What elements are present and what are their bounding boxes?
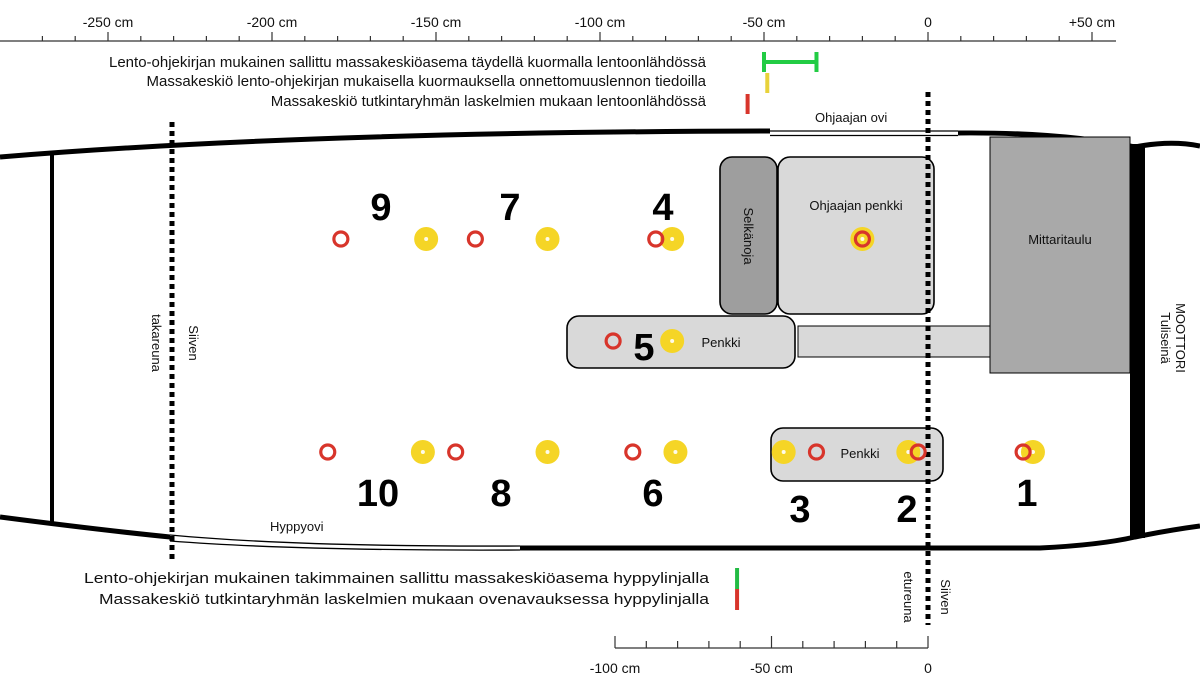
legend-top-text-1: Lento-ohjekirjan mukainen sallittu massa… — [109, 54, 707, 71]
instrument-panel — [989, 136, 1131, 374]
wing-front-label-2: etureuna — [901, 571, 916, 623]
pilot-door-label: Ohjaajan ovi — [815, 110, 887, 125]
firewall — [1130, 144, 1145, 538]
yellow-marker-dot — [781, 450, 786, 454]
red-marker-seat-3 — [807, 443, 826, 461]
top-ruler-label: -50 cm — [743, 14, 786, 30]
yellow-marker-dot — [860, 237, 865, 241]
red-marker-seat-8 — [447, 443, 465, 461]
jump-door-outline-inner — [169, 540, 521, 551]
red-marker-seat-9 — [332, 230, 350, 248]
bottom-ruler-label: -100 cm — [590, 660, 641, 676]
fuselage — [0, 128, 1200, 551]
top-ruler-label: -250 cm — [83, 14, 134, 30]
low-bench — [770, 427, 944, 482]
yellow-marker-dot — [1030, 450, 1035, 454]
hull-top-rear — [0, 128, 771, 160]
yellow-marker-dot — [424, 237, 429, 241]
yellow-marker-dot — [420, 450, 425, 454]
yellow-marker-dot — [545, 237, 550, 241]
red-marker-seat-4 — [647, 230, 665, 248]
seat-number-1: 1 — [1016, 473, 1037, 515]
low-bench-label: Penkki — [840, 446, 879, 461]
hull-bottom-rear — [0, 514, 171, 540]
engine-label: MOOTTORI — [1173, 303, 1188, 373]
legend-top-text-2: Massakeskiö lento-ohjekirjan mukaisella … — [147, 73, 707, 90]
yellow-marker-dot — [906, 450, 911, 454]
wing-rear-label-2: takareuna — [149, 314, 164, 373]
top-ruler: -250 cm -200 cm -150 cm -100 cm -50 cm 0 +50 c… — [0, 14, 1116, 42]
legend-bottom-text-2: Massakeskiö tutkintaryhmän laskelmien mu… — [99, 591, 710, 608]
backrest — [719, 156, 778, 315]
red-marker-seat-pilot — [853, 230, 872, 248]
pilot-seat-label: Ohjaajan penkki — [809, 198, 902, 213]
hull-bottom-front — [520, 523, 1200, 551]
seat-number-10: 10 — [357, 473, 399, 515]
seat-numbers: 9 7 4 5 10 8 6 3 2 1 — [357, 187, 1038, 531]
top-ruler-label: 0 — [924, 14, 932, 30]
top-ruler-label: -100 cm — [575, 14, 626, 30]
firewall-label: Tuliseinä — [1158, 312, 1173, 364]
wing-front-label-1: Siiven — [938, 579, 953, 614]
jump-door-label: Hyppyovi — [270, 519, 324, 534]
seat-number-3: 3 — [789, 489, 810, 531]
instrument-panel-label: Mittaritaulu — [1028, 232, 1092, 247]
seat-number-6: 6 — [642, 473, 663, 515]
backrest-label: Selkänoja — [741, 207, 756, 265]
seat-number-9: 9 — [370, 187, 391, 229]
seat-markers — [319, 227, 1045, 464]
top-ruler-label: -200 cm — [247, 14, 298, 30]
red-marker-seat-10 — [319, 443, 337, 461]
yellow-marker-dot — [545, 450, 550, 454]
seat-number-2: 2 — [896, 489, 917, 531]
top-ruler-label: -150 cm — [411, 14, 462, 30]
red-marker-seat-7 — [466, 230, 484, 248]
mid-bench-label: Penkki — [701, 335, 740, 350]
top-ruler-label: +50 cm — [1069, 14, 1115, 30]
wing-rear-label-1: Siiven — [186, 325, 201, 360]
yellow-marker-dot — [673, 450, 678, 454]
legend-top-marks — [745, 52, 819, 114]
red-marker-seat-1 — [1014, 443, 1032, 461]
yellow-marker-dot — [670, 237, 675, 241]
red-marker-seat-2 — [909, 443, 927, 461]
red-marker-seat-5 — [604, 332, 622, 350]
bottom-ruler: -100 cm -50 cm 0 — [590, 636, 932, 676]
yellow-marker-dot — [670, 339, 675, 343]
bottom-ruler-label: -50 cm — [750, 660, 793, 676]
mid-bench-extension — [797, 325, 991, 358]
seat-number-5: 5 — [633, 327, 654, 369]
legend-bottom-text-1: Lento-ohjekirjan mukainen takimmainen sa… — [84, 570, 710, 587]
red-marker-seat-6 — [624, 443, 642, 461]
seat-number-8: 8 — [490, 473, 511, 515]
seat-number-4: 4 — [652, 187, 673, 229]
jump-door-outline — [169, 534, 521, 547]
seat-number-7: 7 — [499, 187, 520, 229]
legend-top-text-3: Massakeskiö tutkintaryhmän laskelmien mu… — [271, 93, 707, 110]
bottom-ruler-label: 0 — [924, 660, 932, 676]
